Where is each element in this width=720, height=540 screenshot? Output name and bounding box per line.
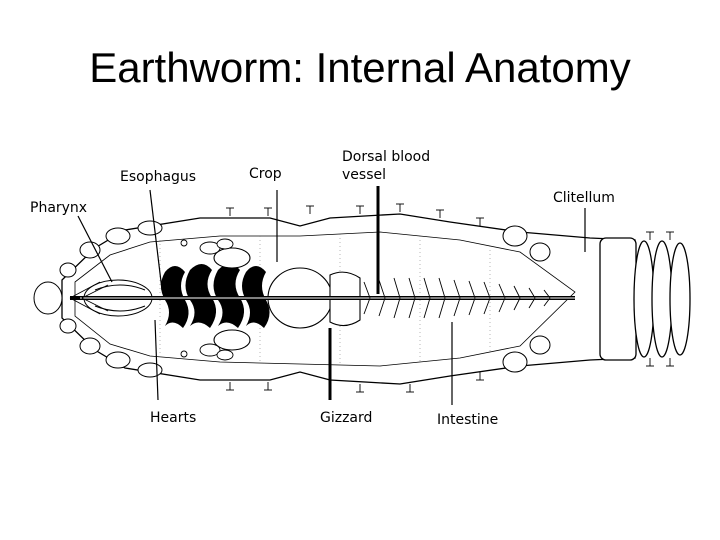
label-pharynx: Pharynx: [30, 200, 87, 216]
label-intestine: Intestine: [437, 412, 498, 428]
clitellum-segments: [600, 238, 690, 360]
label-dorsal-blood-line1: Dorsal blood: [342, 149, 430, 165]
label-hearts: Hearts: [150, 410, 196, 426]
label-dorsal-blood-line2: vessel: [342, 167, 386, 183]
leader-hearts: [155, 320, 158, 400]
label-crop: Crop: [249, 166, 282, 182]
label-gizzard: Gizzard: [320, 410, 372, 426]
label-esophagus: Esophagus: [120, 169, 196, 185]
label-clitellum: Clitellum: [553, 190, 615, 206]
